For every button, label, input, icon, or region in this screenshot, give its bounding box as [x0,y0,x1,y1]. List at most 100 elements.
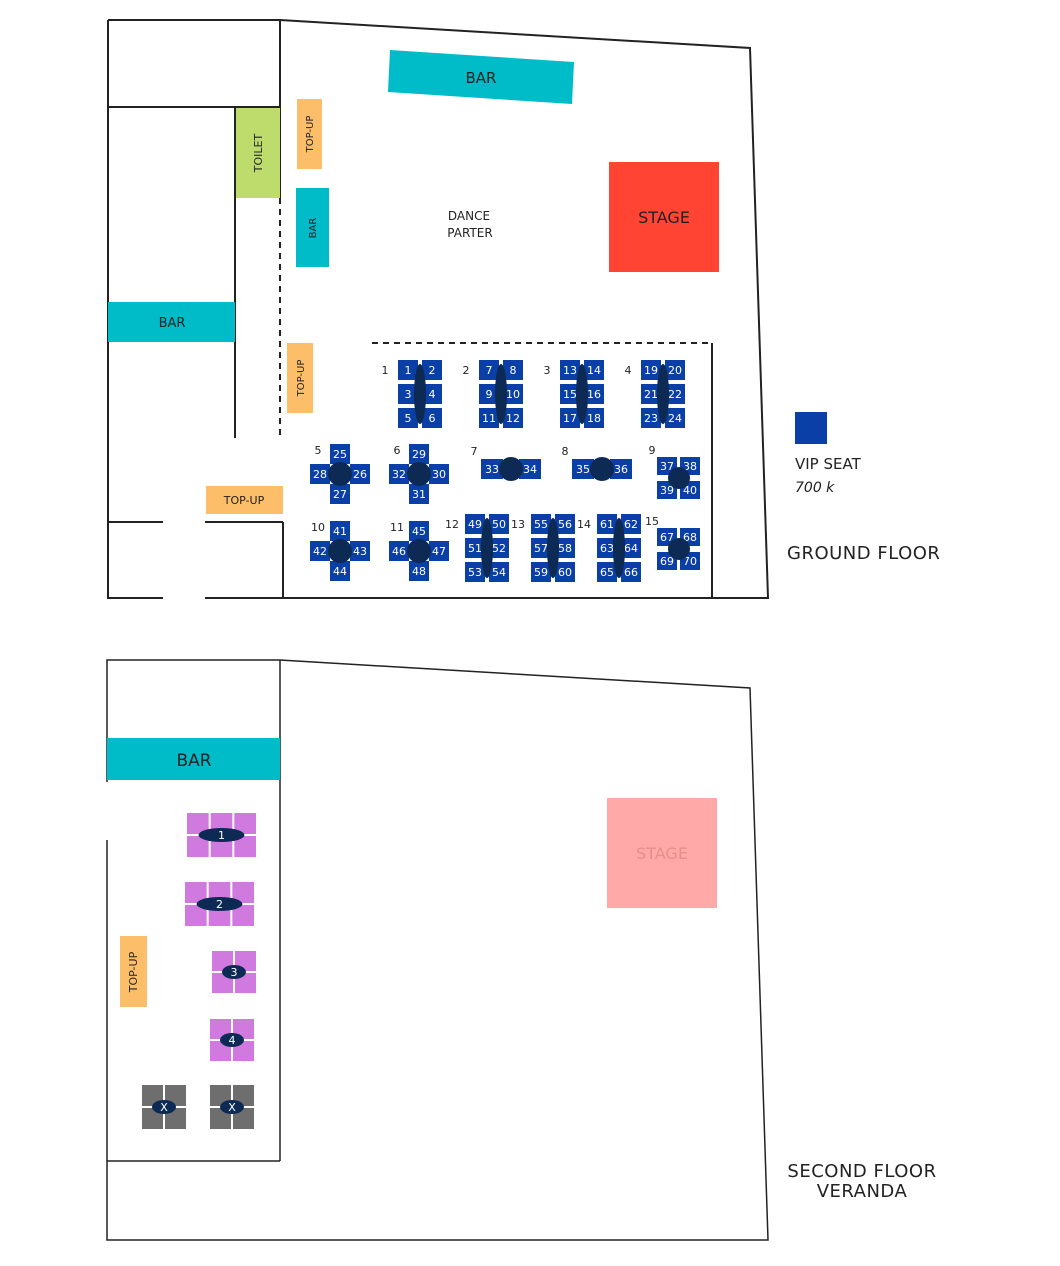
vip-seat[interactable] [409,521,429,541]
vip-seat[interactable] [665,408,685,428]
vip-seat[interactable] [610,459,632,479]
vip-seat[interactable] [665,360,685,380]
vip-seat[interactable] [621,514,641,534]
veranda-seat[interactable] [233,1108,254,1129]
vip-seat[interactable] [409,444,429,464]
vip-seat[interactable] [665,384,685,404]
veranda-seat[interactable] [235,973,256,993]
vip-seat[interactable] [572,459,594,479]
veranda-seat[interactable] [210,1019,231,1039]
vip-seat[interactable] [409,484,429,504]
vip-seat[interactable] [422,360,442,380]
veranda-seat[interactable] [233,1019,254,1039]
veranda-seat[interactable] [165,1108,186,1129]
vip-seat[interactable] [330,561,350,581]
vip-seat[interactable] [641,384,661,404]
vip-seat[interactable] [465,514,485,534]
vip-seat[interactable] [503,360,523,380]
veranda-seat[interactable] [233,1041,254,1061]
vip-seat[interactable] [560,360,580,380]
veranda-seat[interactable] [185,882,207,903]
veranda-seat[interactable] [233,1085,254,1106]
veranda-seat[interactable] [234,836,256,857]
vip-seat[interactable] [398,384,418,404]
vip-seat[interactable] [489,562,509,582]
vip-seat[interactable] [584,408,604,428]
veranda-table-1[interactable]: 1 [187,813,256,857]
vip-seat[interactable] [489,538,509,558]
vip-seat[interactable] [429,541,449,561]
vip-seat[interactable] [310,541,330,561]
vip-seat[interactable] [641,408,661,428]
vip-seat[interactable] [489,514,509,534]
veranda-seat[interactable] [210,1041,231,1061]
vip-seat[interactable] [531,514,551,534]
veranda-seat[interactable] [185,905,207,926]
vip-seat[interactable] [465,562,485,582]
veranda-seat[interactable] [212,951,233,971]
vip-seat[interactable] [560,408,580,428]
vip-seat[interactable] [350,541,370,561]
veranda-seat[interactable] [212,973,233,993]
vip-seat[interactable] [519,459,541,479]
vip-seat[interactable] [465,538,485,558]
vip-seat[interactable] [584,360,604,380]
vip-seat[interactable] [641,360,661,380]
veranda-seat[interactable] [210,1085,231,1106]
veranda-seat[interactable] [210,1108,231,1129]
vip-seat[interactable] [330,444,350,464]
vip-seat[interactable] [503,408,523,428]
vip-seat[interactable] [479,408,499,428]
veranda-table-6[interactable]: X [210,1085,254,1129]
vip-seat[interactable] [310,464,330,484]
vip-seat[interactable] [531,538,551,558]
veranda-seat[interactable] [234,813,256,834]
veranda-seat[interactable] [187,813,209,834]
vip-seat[interactable] [621,562,641,582]
vip-seat[interactable] [555,562,575,582]
vip-seat[interactable] [479,384,499,404]
vip-seat[interactable] [621,538,641,558]
vip-seat[interactable] [555,538,575,558]
vip-seat[interactable] [389,541,409,561]
vip-seat[interactable] [422,384,442,404]
veranda-table-2[interactable]: 2 [185,882,254,926]
vip-seat[interactable] [481,459,503,479]
vip-seat[interactable] [479,360,499,380]
vip-seat[interactable] [422,408,442,428]
veranda-seat[interactable] [232,905,254,926]
veranda-seat[interactable] [142,1085,163,1106]
veranda-seat[interactable] [235,951,256,971]
vip-seat[interactable] [531,562,551,582]
veranda-seat[interactable] [165,1085,186,1106]
vip-seat[interactable] [389,464,409,484]
vip-seat[interactable] [429,464,449,484]
vip-seat[interactable] [597,514,617,534]
vip-seat[interactable] [350,464,370,484]
vip-seat[interactable] [560,384,580,404]
vip-seat[interactable] [503,384,523,404]
veranda-seat[interactable] [232,882,254,903]
vip-seat[interactable] [398,360,418,380]
vip-seat[interactable] [409,561,429,581]
veranda-table-5[interactable]: X [142,1085,186,1129]
vip-seat[interactable] [597,562,617,582]
vip-seat[interactable] [555,514,575,534]
vip-seat[interactable] [398,408,418,428]
vip-seat[interactable] [584,384,604,404]
